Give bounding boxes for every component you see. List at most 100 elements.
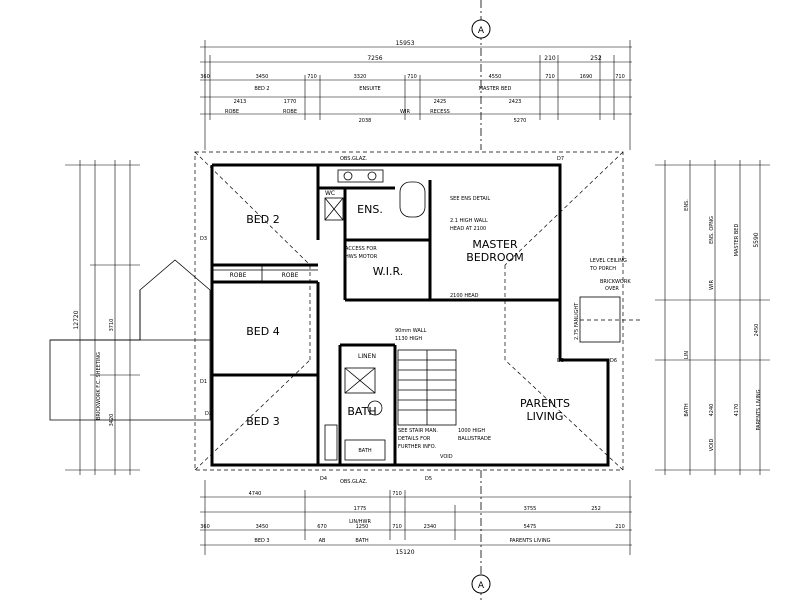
dim-bottom-linhwr: LIN/HWR bbox=[349, 519, 371, 525]
note-wall-head-2: HEAD AT 2100 bbox=[450, 226, 486, 232]
svg-text:710: 710 bbox=[545, 74, 555, 80]
top-dim-row: 360 3450 710 3320 710 4550 710 1690 710 bbox=[200, 74, 625, 80]
dim-bottom-4740: 4740 bbox=[249, 491, 262, 497]
dim-top-252: 252 bbox=[590, 55, 602, 62]
note-balustrade-2: BALUSTRADE bbox=[458, 436, 491, 442]
note-void: VOID bbox=[440, 454, 453, 460]
note-head-2100: 2100 HEAD bbox=[450, 293, 479, 299]
svg-text:360: 360 bbox=[200, 524, 210, 530]
room-parents-line2: LIVING bbox=[527, 410, 564, 423]
dim-top-2038: 2038 bbox=[359, 118, 372, 124]
room-bed-3: BED 3 bbox=[246, 415, 279, 428]
bottom-dim-row: 360 3450 670 1250 710 2340 5475 210 bbox=[200, 524, 625, 530]
top-dim-labels: BED 2 ENSUITE MASTER BED bbox=[254, 86, 511, 92]
section-marker-top bbox=[471, 19, 491, 39]
dim-right-4170: 4170 bbox=[734, 404, 740, 417]
section-marker-bottom bbox=[471, 574, 491, 594]
top-dimensions bbox=[200, 40, 632, 150]
room-bed-2: BED 2 bbox=[246, 213, 279, 226]
fixtures bbox=[324, 169, 426, 461]
room-ensuite: ENS. bbox=[357, 203, 383, 216]
dim-left-bed3: 3420 bbox=[109, 414, 115, 427]
note-wall-high-2: 1130 HIGH bbox=[395, 336, 422, 342]
svg-text:MASTER BED: MASTER BED bbox=[479, 86, 512, 92]
dim-top-5270: 5270 bbox=[514, 118, 527, 124]
interior-walls bbox=[212, 165, 560, 465]
right-brickwork bbox=[579, 296, 640, 343]
right-dim-labels: ENS. ENS. OPNG WIR LIN BATH VOID MASTER … bbox=[684, 199, 762, 452]
svg-text:1250: 1250 bbox=[356, 524, 369, 530]
svg-text:3450: 3450 bbox=[256, 74, 269, 80]
svg-text:LIN: LIN bbox=[684, 351, 690, 359]
note-brickwork-fc: BRICKWORK F.C. SHEETING bbox=[96, 352, 102, 420]
room-master-line2: BEDROOM bbox=[466, 251, 523, 264]
svg-text:5475: 5475 bbox=[524, 524, 537, 530]
dim-bottom-3755: 3755 bbox=[524, 506, 537, 512]
note-ens-detail: SEE ENS DETAIL bbox=[450, 196, 490, 202]
svg-text:2413: 2413 bbox=[234, 99, 247, 105]
dim-bottom-252: 252 bbox=[591, 506, 601, 512]
note-brickwork-2: OVER bbox=[605, 286, 619, 292]
svg-text:710: 710 bbox=[407, 74, 417, 80]
room-wir: W.I.R. bbox=[373, 265, 404, 278]
note-balustrade-1: 1000 HIGH bbox=[458, 428, 485, 434]
dim-right-overall: 5590 bbox=[753, 232, 760, 247]
svg-text:D1: D1 bbox=[200, 379, 207, 385]
svg-text:D6: D6 bbox=[610, 358, 617, 364]
svg-text:AB: AB bbox=[319, 538, 326, 544]
top-dim-robe-labels: ROBE ROBE WIR RECESS bbox=[225, 109, 450, 115]
section-marker-bottom-label: A bbox=[478, 581, 485, 591]
svg-text:710: 710 bbox=[392, 524, 402, 530]
dim-top-left: 7256 bbox=[367, 55, 382, 62]
svg-text:WIR: WIR bbox=[709, 280, 715, 290]
door-tags: D3 D1 D2 D7 D8 D6 D4 D5 bbox=[200, 156, 617, 482]
svg-text:D4: D4 bbox=[320, 476, 327, 482]
svg-text:710: 710 bbox=[615, 74, 625, 80]
note-obs-glaz-bottom: OBS.GLAZ. bbox=[340, 479, 368, 485]
svg-text:D5: D5 bbox=[425, 476, 432, 482]
svg-text:670: 670 bbox=[317, 524, 327, 530]
svg-text:4550: 4550 bbox=[489, 74, 502, 80]
svg-text:1690: 1690 bbox=[580, 74, 593, 80]
svg-text:BATH: BATH bbox=[684, 403, 690, 417]
note-wall-head-1: 2.1 HIGH WALL bbox=[450, 218, 488, 224]
right-dimensions bbox=[655, 160, 770, 475]
svg-text:ENS. OPNG: ENS. OPNG bbox=[709, 216, 715, 244]
room-wc: WC bbox=[325, 190, 335, 197]
svg-text:710: 710 bbox=[307, 74, 317, 80]
room-parents-line1: PARENTS bbox=[520, 397, 570, 410]
svg-text:2425: 2425 bbox=[434, 99, 447, 105]
room-robe-2: ROBE bbox=[282, 272, 299, 279]
svg-text:BATH: BATH bbox=[355, 538, 369, 544]
dim-bottom-1775: 1775 bbox=[354, 506, 367, 512]
note-stair-2: DETAILS FOR bbox=[398, 436, 431, 442]
note-access-2: HWS MOTOR bbox=[345, 254, 378, 260]
svg-text:RECESS: RECESS bbox=[430, 109, 450, 115]
svg-text:D7: D7 bbox=[557, 156, 564, 162]
room-bath-small: BATH bbox=[358, 448, 372, 454]
svg-text:D8: D8 bbox=[557, 358, 564, 364]
dim-right-2450: 2450 bbox=[754, 324, 760, 337]
svg-text:WIR: WIR bbox=[400, 109, 410, 115]
note-stair-1: SEE STAIR MAN. bbox=[398, 428, 438, 434]
room-bath: BATH bbox=[347, 405, 376, 418]
dim-right-4240: 4240 bbox=[709, 404, 715, 417]
note-obs-glaz-top: OBS.GLAZ. bbox=[340, 156, 368, 162]
svg-text:2340: 2340 bbox=[424, 524, 437, 530]
dim-left-bed4: 3710 bbox=[109, 319, 115, 332]
dim-bottom-overall: 15120 bbox=[395, 549, 414, 556]
room-master-line1: MASTER bbox=[472, 238, 518, 251]
stair bbox=[397, 349, 457, 426]
svg-text:ROBE: ROBE bbox=[225, 109, 239, 115]
svg-text:MASTER BED: MASTER BED bbox=[734, 224, 740, 257]
note-fanlight: 2.75 FANLIGHT bbox=[574, 302, 580, 340]
note-wall-high-1: 90mm WALL bbox=[395, 328, 427, 334]
exterior-walls bbox=[210, 163, 610, 467]
svg-text:210: 210 bbox=[615, 524, 625, 530]
svg-text:ENSUITE: ENSUITE bbox=[359, 86, 380, 92]
room-linen: LINEN bbox=[358, 353, 376, 360]
bottom-dimensions bbox=[200, 480, 632, 555]
roof-outline bbox=[194, 151, 624, 471]
note-stair-3: FURTHER INFO. bbox=[398, 444, 437, 450]
